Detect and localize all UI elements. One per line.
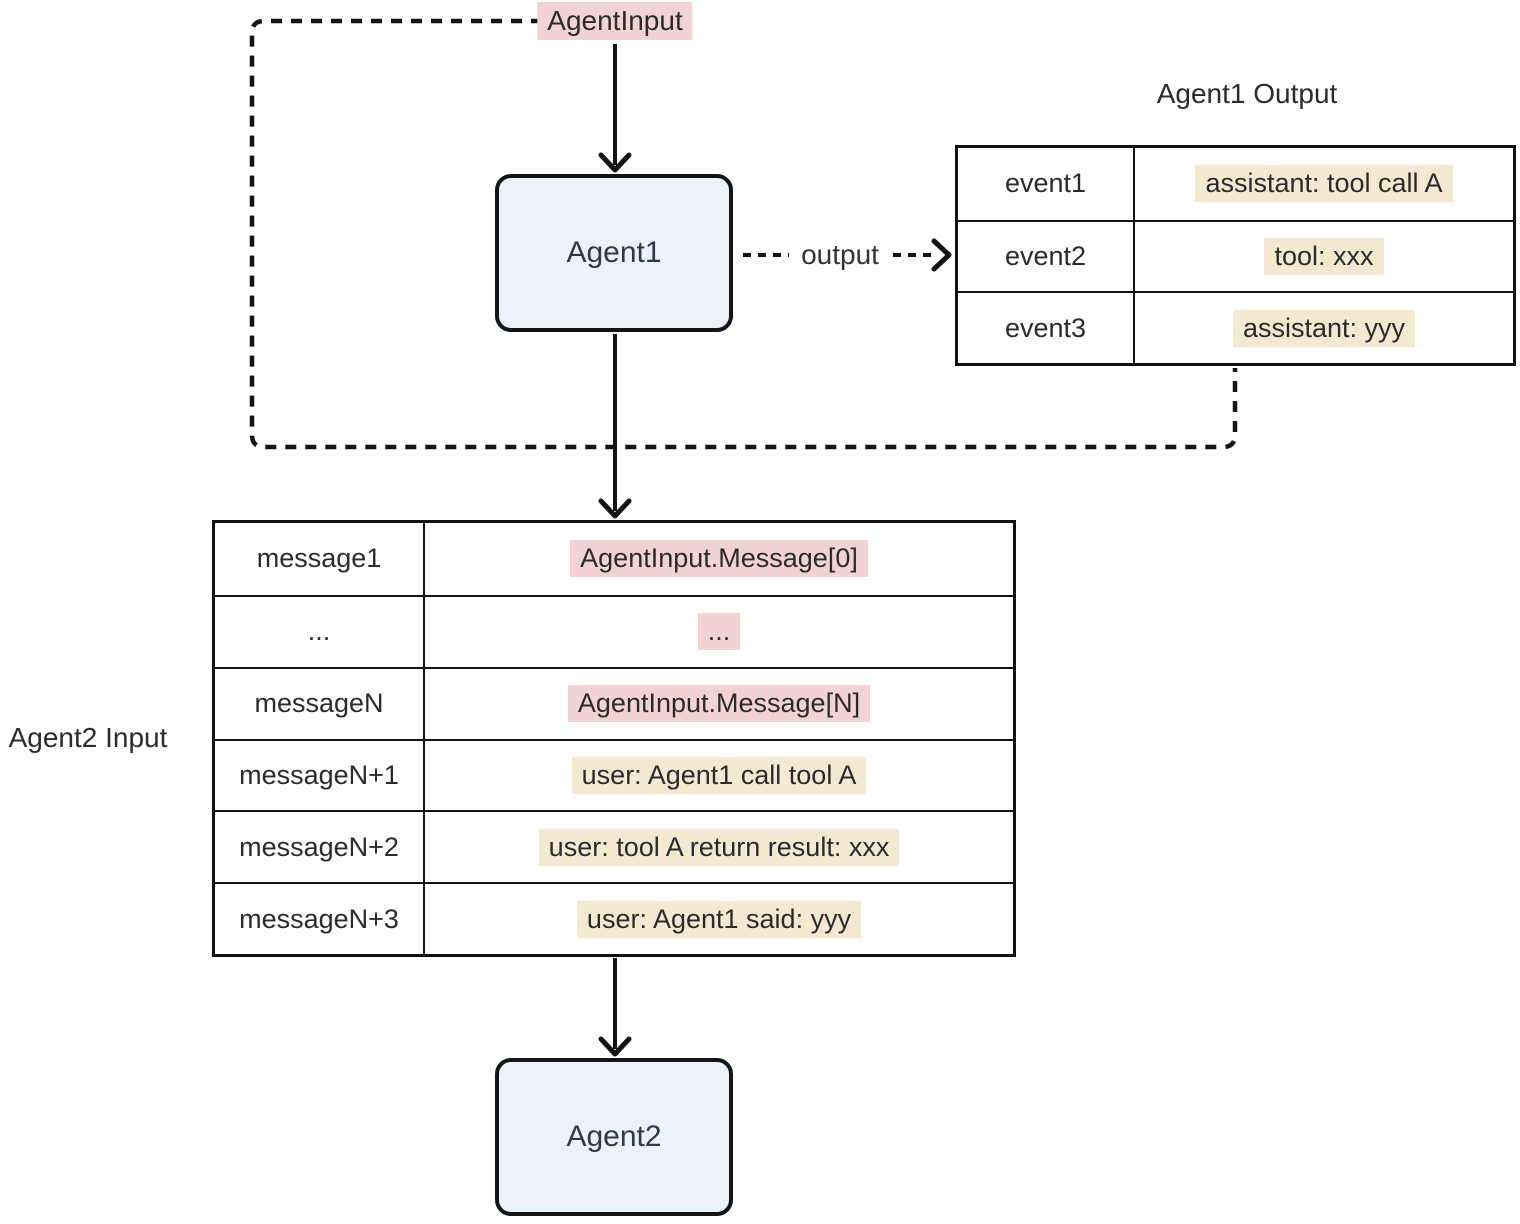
table-cell-value: user: Agent1 call tool A: [423, 738, 1013, 811]
table-cell-key: event1: [1004, 168, 1087, 199]
table-cell-key: messageN: [215, 666, 423, 739]
highlighted-value: assistant: tool call A: [1195, 165, 1453, 203]
table-cell-value: assistant: yyy: [1133, 291, 1513, 363]
table-cell-value: AgentInput.Message[N]: [423, 666, 1013, 739]
table-cell-value: AgentInput.Message[0]: [423, 523, 1013, 595]
table-cell-value: ...: [423, 594, 1013, 667]
output-edge-label: output: [789, 237, 891, 273]
table-cell-key: event3: [958, 291, 1133, 363]
agent1-node-label: Agent1: [566, 236, 662, 269]
table-cell-key: event2: [958, 219, 1133, 292]
agent1-output-title: Agent1 Output: [1156, 78, 1338, 109]
agent2-node-label: Agent2: [566, 1120, 662, 1153]
agent2-input-title: Agent2 Input: [8, 722, 168, 753]
highlighted-value: AgentInput.Message[0]: [570, 540, 868, 578]
table-cell-value: user: Agent1 said: yyy: [423, 882, 1013, 954]
table-cell-value: user: tool A return result: xxx: [423, 810, 1013, 883]
arrowhead-agent2input: [598, 498, 632, 519]
table-cell-key: messageN+1: [215, 738, 423, 811]
highlighted-value: user: Agent1 said: yyy: [576, 900, 862, 938]
dashed-loop-connector: [249, 18, 1238, 450]
table-cell-value: assistant: tool call A: [1133, 148, 1513, 220]
agent1-node: Agent1: [495, 174, 733, 332]
agent2-input-table: message1 AgentInput.Message[0] ... ... m…: [212, 520, 1016, 957]
table-cell-key: message1: [256, 543, 382, 574]
arrowhead-output: [931, 238, 952, 272]
arrowhead-agent2: [598, 1036, 632, 1057]
agent2-node: Agent2: [495, 1058, 733, 1216]
arrowhead-agent1: [598, 152, 632, 173]
agent1-output-table: event1 assistant: tool call A event2 too…: [955, 145, 1516, 366]
table-cell-key: ...: [215, 594, 423, 667]
table-cell-key: messageN+2: [215, 810, 423, 882]
highlighted-value: assistant: yyy: [1232, 309, 1416, 347]
highlighted-value: user: tool A return result: xxx: [538, 828, 900, 866]
highlighted-value: user: Agent1 call tool A: [571, 756, 867, 794]
table-cell-value: tool: xxx: [1133, 219, 1513, 292]
highlighted-value: ...: [697, 613, 741, 651]
agent-input-label: AgentInput: [537, 2, 693, 40]
highlighted-value: AgentInput.Message[N]: [567, 685, 871, 723]
highlighted-value: tool: xxx: [1264, 237, 1384, 275]
table-cell-key: messageN+3: [215, 882, 423, 954]
